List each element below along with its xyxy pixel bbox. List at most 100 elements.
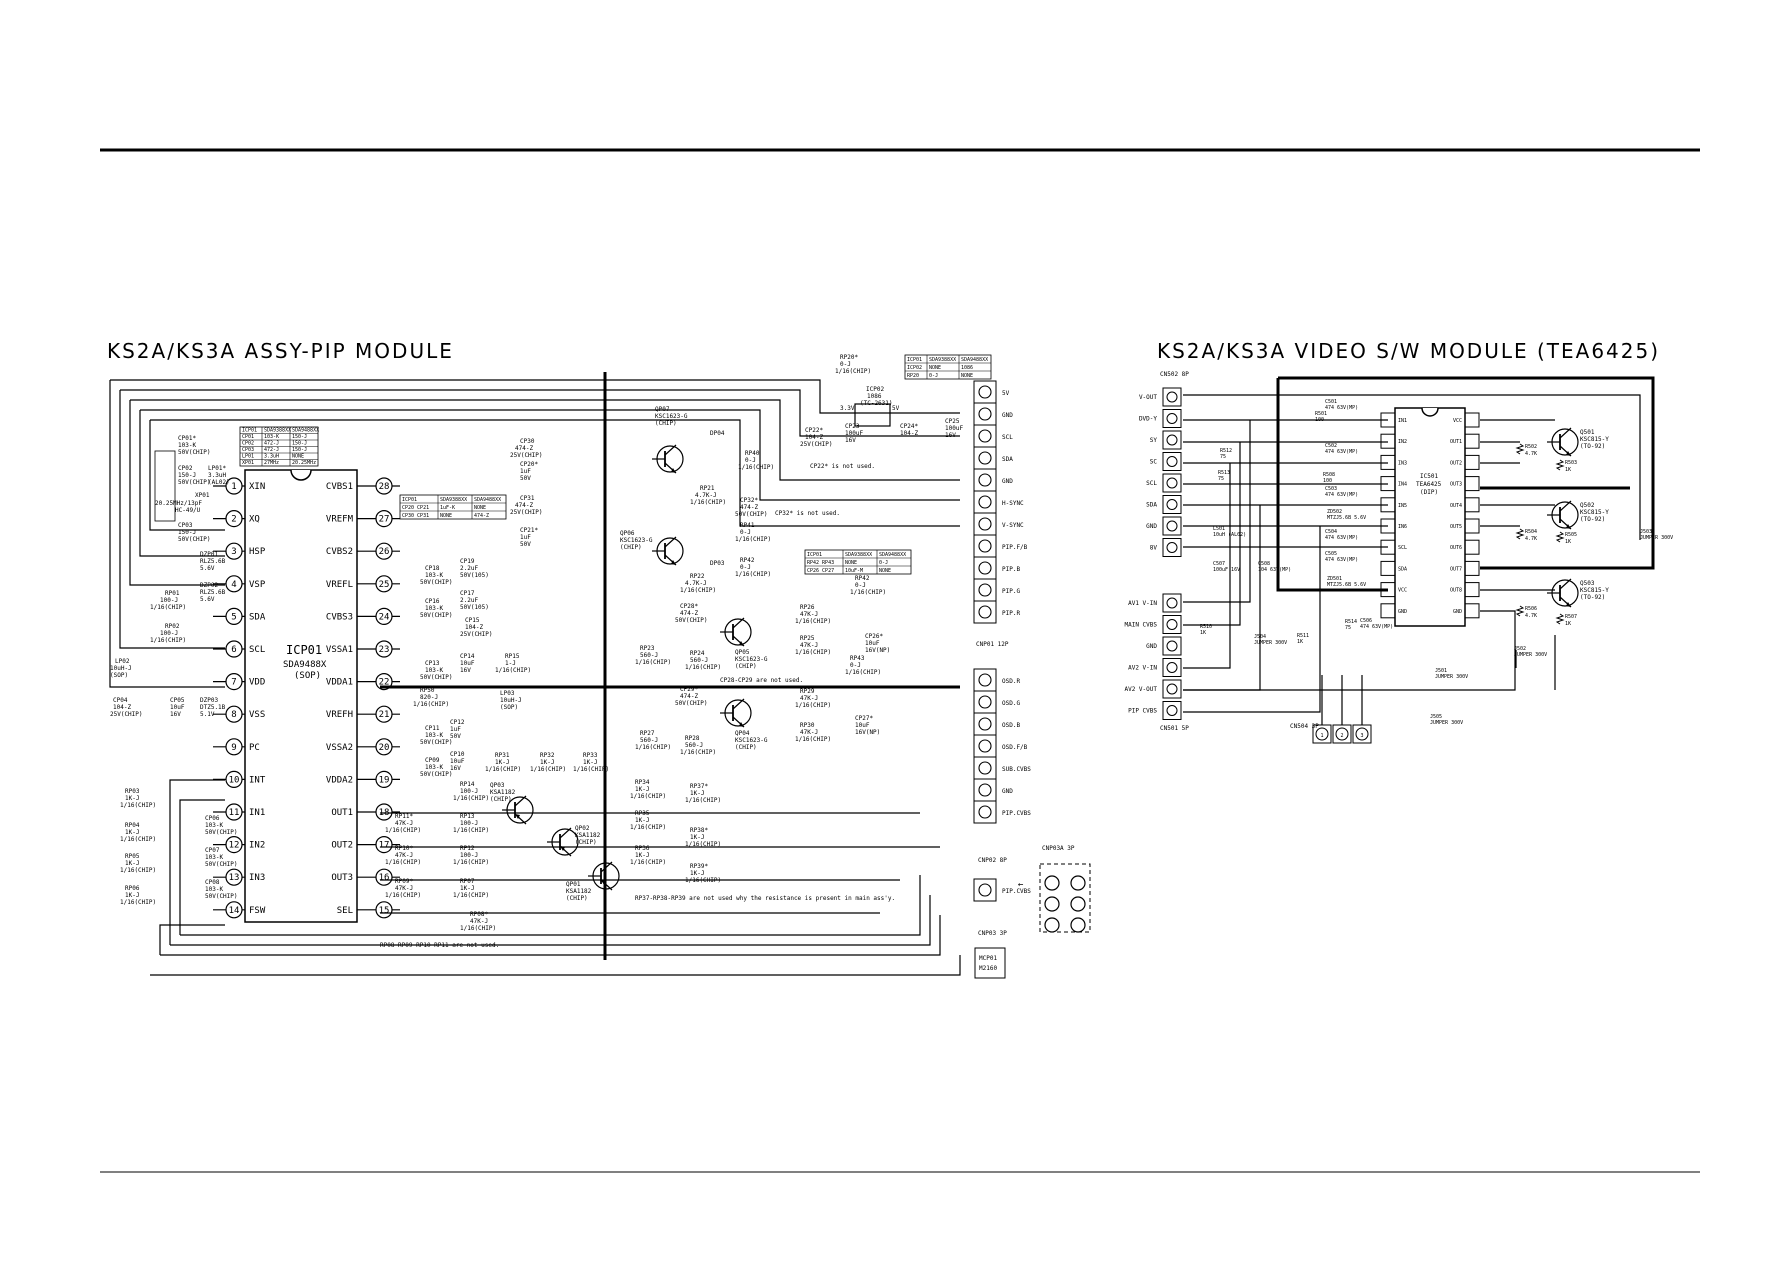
pip-pin-num: 1 <box>231 482 236 492</box>
passive-val: 100 <box>1315 417 1324 423</box>
svg-text:104-Z: 104-Z <box>465 624 483 631</box>
svg-text:RP09*: RP09* <box>395 878 413 885</box>
svg-text:474-Z: 474-Z <box>515 502 533 509</box>
svg-text:LP02: LP02 <box>115 658 130 665</box>
svg-text:RP29: RP29 <box>800 688 815 695</box>
passive-val: 474 63V(MP) <box>1325 535 1358 541</box>
video-ic-pin: GND <box>1453 603 1480 619</box>
svg-text:RLZ5.6B: RLZ5.6B <box>200 558 226 565</box>
svg-text:(SOP): (SOP) <box>500 704 518 711</box>
table-cell: 20.25MHz <box>292 460 316 466</box>
table-cell: RP20 <box>907 373 919 379</box>
cnp01-pin: PIP.G <box>973 578 1020 602</box>
cnp01-pin: PIP.B <box>973 556 1020 580</box>
svg-text:4.7K-J: 4.7K-J <box>685 580 707 587</box>
transistor-ref: QP07 <box>655 406 670 413</box>
cn502-pin-label: 8V <box>1150 545 1158 552</box>
svg-text:474-Z: 474-Z <box>680 693 698 700</box>
svg-text:103-K: 103-K <box>205 854 223 861</box>
svg-text:150-J: 150-J <box>178 529 196 536</box>
pip-pin-label: XQ <box>249 515 260 525</box>
cnp01-pin-label: SCL <box>1002 434 1013 441</box>
passive-ref: R511 <box>1297 633 1309 639</box>
cnp02-pin: PIP.CVBS <box>973 800 1031 824</box>
passive-ref: R510 <box>1200 624 1212 630</box>
video-ic-pkg: (DIP) <box>1420 489 1438 496</box>
passive-val: 474 63V(MP) <box>1360 624 1393 630</box>
svg-text:RP27: RP27 <box>640 730 655 737</box>
pip-pin-num: 19 <box>379 775 390 785</box>
jumper-ref: J505 <box>1430 714 1442 720</box>
passive-val: 474 63V(MP) <box>1325 557 1358 563</box>
cn501-pin-label: GND <box>1146 643 1157 650</box>
cn502-pin: SY <box>1150 430 1182 450</box>
svg-text:1K-J: 1K-J <box>495 759 509 766</box>
video-ic-pin: OUT4 <box>1450 497 1480 513</box>
jumper-ref: J503 <box>1640 529 1652 535</box>
svg-text:CP32*: CP32* <box>740 497 758 504</box>
transistor-part: KSC1623-G <box>735 737 768 744</box>
passive-val: 100uF 16V <box>1213 567 1240 573</box>
pip-pin-label: VSSA1 <box>326 645 353 655</box>
pip-ic: ICP01 SDA9488X (SOP) <box>244 469 358 923</box>
transistor-pkg: (CHIP) <box>735 663 757 670</box>
svg-text:CP31: CP31 <box>520 495 535 502</box>
svg-text:1/16(CHIP): 1/16(CHIP) <box>795 649 831 656</box>
svg-text:RP34: RP34 <box>635 779 650 786</box>
svg-text:100-J: 100-J <box>460 852 478 859</box>
cnp01-pin-label: PIP.F/B <box>1002 544 1028 551</box>
cnp01-pin-label: GND <box>1002 478 1013 485</box>
cnp02-pin-label: SUB.CVBS <box>1002 766 1031 773</box>
svg-text:CP07: CP07 <box>205 847 220 854</box>
pip-pin-label: INT <box>249 775 266 785</box>
table-cell: 1uF-K <box>440 505 455 511</box>
pip-pin-num: 3 <box>231 547 236 557</box>
pip-pin-label: OUT2 <box>331 841 353 851</box>
svg-text:CP02: CP02 <box>178 465 193 472</box>
svg-text:DZP01: DZP01 <box>200 551 218 558</box>
svg-text:2.2uF: 2.2uF <box>460 597 478 604</box>
pip-pin-num: 2 <box>231 515 236 525</box>
passive-ref: ZD501 <box>1327 576 1342 582</box>
svg-text:DZP02: DZP02 <box>200 582 218 589</box>
passive-ref: C508 <box>1258 561 1270 567</box>
video-ic-ref: IC501 <box>1420 473 1438 480</box>
pip-pin-label: VSSA2 <box>326 743 353 753</box>
svg-text:1/16(CHIP): 1/16(CHIP) <box>735 571 771 578</box>
transistor-ref: Q502 <box>1580 502 1595 509</box>
table-cell: NONE <box>929 365 941 371</box>
svg-text:104-Z: 104-Z <box>805 434 823 441</box>
cnp02-pin-label: OSD.G <box>1002 700 1020 707</box>
table-cell: ICP02 <box>907 365 922 371</box>
cnp01-pin: 5V <box>973 380 1010 404</box>
svg-text:RP07: RP07 <box>460 878 475 885</box>
svg-text:RP22: RP22 <box>690 573 705 580</box>
cnp02-pin: OSD.B <box>973 712 1020 736</box>
cn504-pin: 2 <box>1332 675 1352 744</box>
video-ic-pin: OUT1 <box>1450 433 1480 449</box>
pip-pin-label: VSS <box>249 710 265 720</box>
svg-text:50V(CHIP): 50V(CHIP) <box>420 579 453 586</box>
svg-text:103-K: 103-K <box>425 605 443 612</box>
svg-text:1/16(CHIP): 1/16(CHIP) <box>460 925 496 932</box>
svg-text:RP06: RP06 <box>125 885 140 892</box>
video-transistors: Q501KSC815-Y(TO-92)Q502KSC815-Y(TO-92)Q5… <box>1547 427 1609 608</box>
pip-pin-label: VREFL <box>326 580 353 590</box>
svg-text:100-J: 100-J <box>460 820 478 827</box>
